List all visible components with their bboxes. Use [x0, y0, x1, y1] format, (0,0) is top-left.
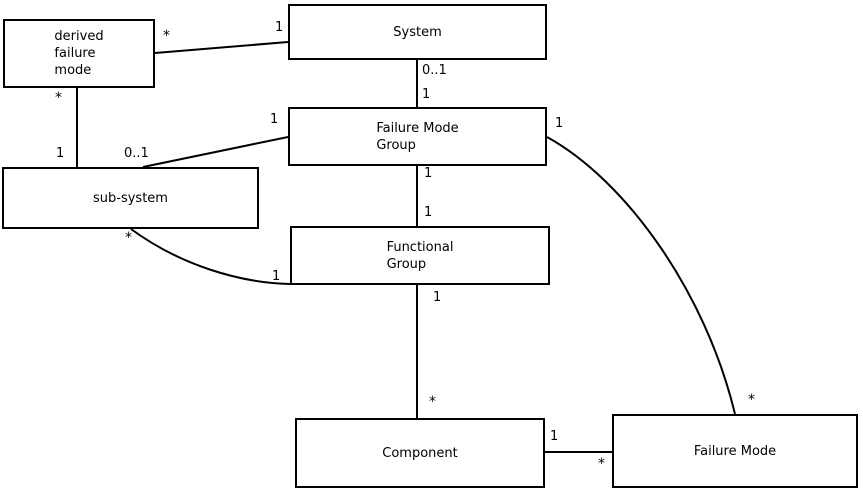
- edge-subsystem-fg: [130, 228, 291, 285]
- edge-fmg-fm: [546, 136, 736, 415]
- multiplicity-label-m-fm-left: *: [598, 456, 605, 472]
- class-box-derived_failure_mode[interactable]: derived failure mode: [3, 19, 155, 88]
- class-box-label-functional_group: Functional Group: [386, 239, 454, 272]
- multiplicity-label-m-fmg-left: 1: [270, 112, 279, 127]
- multiplicity-label-m-fg-bottom: 1: [433, 290, 442, 305]
- multiplicity-label-m-system-left: 1: [275, 20, 284, 35]
- multiplicity-label-m-dfm-right: *: [163, 28, 170, 44]
- multiplicity-label-m-component-right: 1: [550, 429, 559, 444]
- class-box-label-failure_mode: Failure Mode: [693, 443, 777, 459]
- class-box-label-system: System: [393, 24, 442, 40]
- class-box-label-failure_mode_group: Failure Mode Group: [376, 120, 459, 153]
- multiplicity-label-m-fmg-bottom: 1: [424, 166, 433, 181]
- class-box-label-component: Component: [382, 445, 458, 461]
- edge-dfm-system: [154, 41, 289, 54]
- multiplicity-label-m-subsystem-topleft: 1: [56, 146, 65, 161]
- multiplicity-label-m-subsystem-top: 0..1: [124, 146, 149, 161]
- multiplicity-label-m-fg-top: 1: [424, 205, 433, 220]
- class-box-label-sub_system: sub-system: [93, 190, 168, 206]
- class-box-system[interactable]: System: [288, 4, 547, 60]
- multiplicity-label-m-system-bottom: 0..1: [422, 63, 447, 78]
- multiplicity-label-m-component-top: *: [429, 394, 436, 410]
- class-box-component[interactable]: Component: [295, 418, 545, 488]
- multiplicity-label-m-fm-top: *: [748, 392, 755, 408]
- edge-subsystem-fmg: [142, 136, 289, 168]
- multiplicity-label-m-fg-left: 1: [272, 269, 281, 284]
- class-box-functional_group[interactable]: Functional Group: [290, 226, 550, 285]
- class-box-label-derived_failure_mode: derived failure mode: [54, 29, 104, 78]
- class-box-failure_mode_group[interactable]: Failure Mode Group: [288, 107, 547, 166]
- class-box-sub_system[interactable]: sub-system: [2, 167, 259, 229]
- class-box-failure_mode[interactable]: Failure Mode: [612, 414, 858, 488]
- multiplicity-label-m-subsystem-bottom: *: [125, 230, 132, 246]
- multiplicity-label-m-fmg-top: 1: [422, 87, 431, 102]
- multiplicity-label-m-fmg-right: 1: [555, 116, 564, 131]
- multiplicity-label-m-dfm-bottom: *: [55, 90, 62, 106]
